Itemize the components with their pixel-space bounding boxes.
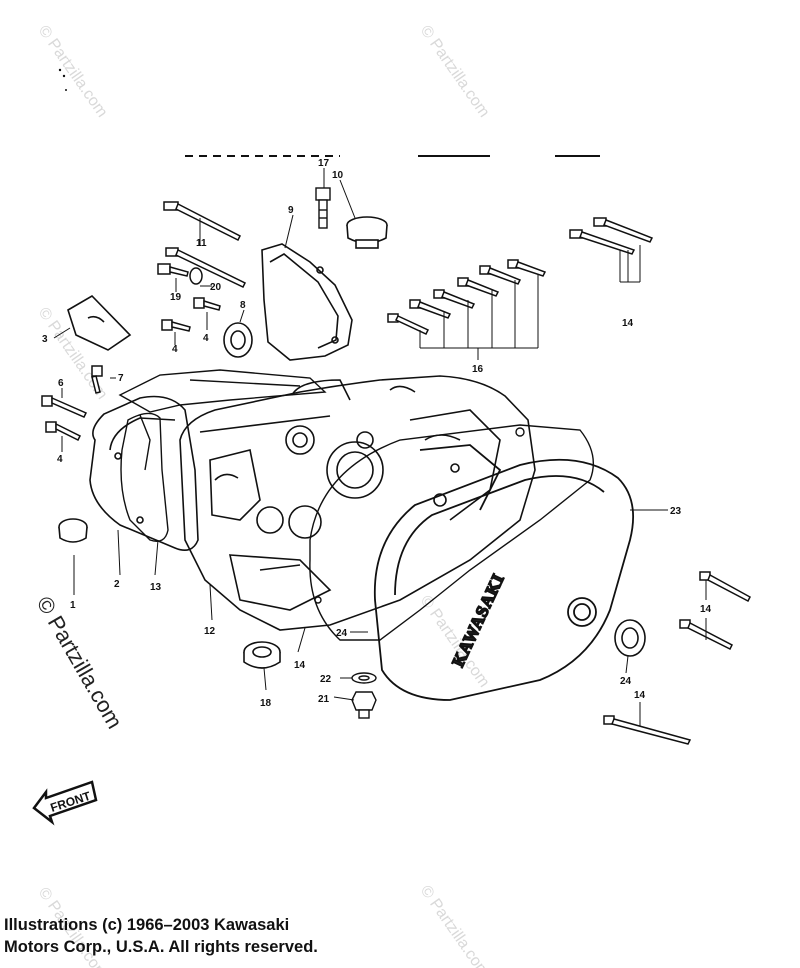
bolts [41, 201, 751, 745]
upper-gasket [118, 369, 327, 413]
stray-marks [58, 68, 67, 91]
label-15: 16 [472, 364, 484, 375]
bracket-3 [67, 294, 132, 351]
clutch-cover-gasket [309, 424, 594, 641]
label-21: 17 [318, 158, 330, 169]
label-2: 2 [114, 579, 120, 590]
copyright-notice: Illustrations (c) 1966–2003 Kawasaki Mot… [4, 914, 318, 958]
clutch-cover: KAWASAKI [373, 444, 635, 701]
label-9: 11 [196, 238, 207, 249]
watermark-bottom-right: © Partzilla.com [417, 883, 493, 968]
label-8: 9 [288, 205, 294, 216]
label-13: 14 [294, 660, 306, 671]
label-11: 12 [204, 626, 216, 637]
label-23: 24 [620, 676, 632, 687]
copyright-line-2: Motors Corp., U.S.A. All rights reserved… [4, 938, 318, 956]
label-1: 1 [70, 600, 76, 611]
adjust-screw [315, 187, 331, 229]
oil-seal-7 [223, 322, 253, 358]
label-3: 3 [42, 334, 48, 345]
label-24: 24 [336, 628, 348, 639]
watermark-layer: © Partzilla.com © Partzilla.com © Partzi… [32, 23, 493, 968]
generator-gasket [120, 412, 169, 542]
label-12: 13 [150, 582, 162, 593]
oil-seal-18 [243, 641, 281, 669]
copyright-line-1: Illustrations (c) 1966–2003 Kawasaki [4, 916, 290, 934]
cap-23 [614, 619, 646, 657]
label-14-right: 14 [700, 604, 712, 615]
drain-plug [351, 691, 377, 719]
oil-filler-cap [346, 216, 388, 249]
label-19: 21 [318, 694, 330, 705]
cap-1 [58, 518, 88, 543]
leader-lines [53, 168, 707, 726]
label-18: 18 [260, 698, 272, 709]
label-5: 6 [58, 378, 64, 389]
label-22: 23 [670, 506, 682, 517]
kawasaki-marking: KAWASAKI [448, 570, 508, 669]
label-7: 8 [240, 300, 246, 311]
label-4-upper: 4 [203, 333, 209, 344]
crankcase [179, 375, 536, 631]
watermark-top-left: © Partzilla.com [35, 23, 111, 121]
drain-washer [351, 672, 377, 684]
label-4-lower: 4 [57, 454, 63, 465]
watermark-top-right: © Partzilla.com [417, 23, 493, 121]
label-17: 20 [210, 282, 222, 293]
watermark-dark: © Partzilla.com [32, 592, 128, 733]
label-14-top: 14 [622, 318, 634, 329]
label-16: 19 [170, 292, 182, 303]
part-labels: 17 10 9 11 19 20 8 4 4 3 7 6 4 2 13 1 12… [42, 158, 712, 709]
label-4-middle: 4 [172, 344, 178, 355]
label-10: 10 [332, 170, 344, 181]
front-arrow: FRONT [32, 780, 98, 826]
label-20: 22 [320, 674, 332, 685]
label-14-bottom: 14 [634, 690, 646, 701]
generator-cover [89, 395, 199, 551]
label-6: 7 [118, 373, 124, 384]
sprocket-cover [261, 243, 353, 361]
